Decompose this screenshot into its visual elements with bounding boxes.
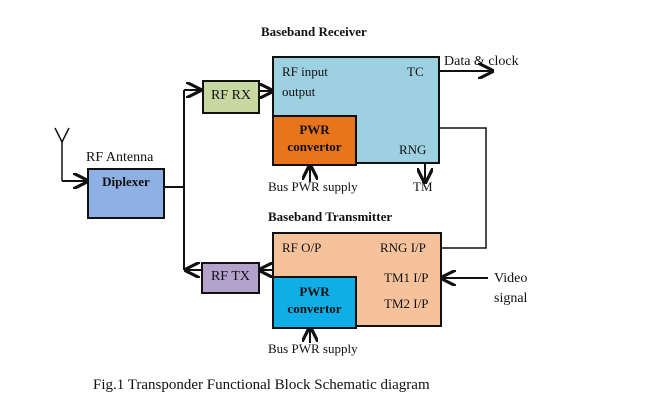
- baseband-receiver-title: Baseband Receiver: [261, 24, 367, 39]
- transmitter-pwr-convertor: PWR convertor: [272, 276, 357, 329]
- baseband-transmitter-title: Baseband Transmitter: [268, 209, 393, 224]
- transmitter-bus-pwr-supply-label: Bus PWR supply: [268, 341, 358, 356]
- rf-tx-label: RF TX: [210, 269, 251, 284]
- rf-rx-label: RF RX: [210, 88, 252, 103]
- transmitter-port-rf-op: RF O/P: [282, 240, 322, 255]
- receiver-pwr-line1: PWR: [299, 122, 330, 137]
- data-clock-label: Data & clock: [444, 54, 519, 69]
- antenna-icon: [54, 127, 70, 181]
- video-label-line2: signal: [494, 291, 528, 306]
- receiver-pwr-convertor: PWR convertor: [272, 115, 357, 166]
- diplexer-label: Diplexer: [102, 174, 150, 189]
- receiver-port-rf-input: RF input: [282, 64, 328, 79]
- rf-tx-block: RF TX: [201, 262, 260, 294]
- receiver-port-tc: TC: [407, 64, 424, 79]
- tm-output-label: TM: [413, 179, 433, 194]
- baseband-transmitter-block: RF O/P RNG I/P TM1 I/P TM2 I/P PWR conve…: [272, 232, 442, 329]
- transmitter-pwr-line1: PWR: [299, 284, 330, 299]
- diplexer-block: Diplexer: [87, 168, 165, 219]
- receiver-port-rf-output: output: [282, 84, 316, 99]
- transmitter-pwr-line2: convertor: [287, 301, 342, 316]
- rng-loop-line: [440, 127, 487, 249]
- receiver-bus-pwr-supply-label: Bus PWR supply: [268, 179, 358, 194]
- receiver-port-rng: RNG: [399, 142, 427, 157]
- rf-rx-block: RF RX: [202, 80, 260, 114]
- receiver-pwr-line2: convertor: [287, 139, 342, 154]
- transmitter-port-tm1-ip: TM1 I/P: [384, 270, 429, 285]
- figure-caption: Fig.1 Transponder Functional Block Schem…: [93, 377, 430, 393]
- video-label-line1: Video: [494, 271, 528, 286]
- baseband-receiver-block: RF input output TC RNG PWR convertor: [272, 56, 440, 166]
- transmitter-port-tm2-ip: TM2 I/P: [384, 296, 429, 311]
- rf-antenna-label: RF Antenna: [86, 150, 154, 165]
- transmitter-port-rng-ip: RNG I/P: [380, 240, 426, 255]
